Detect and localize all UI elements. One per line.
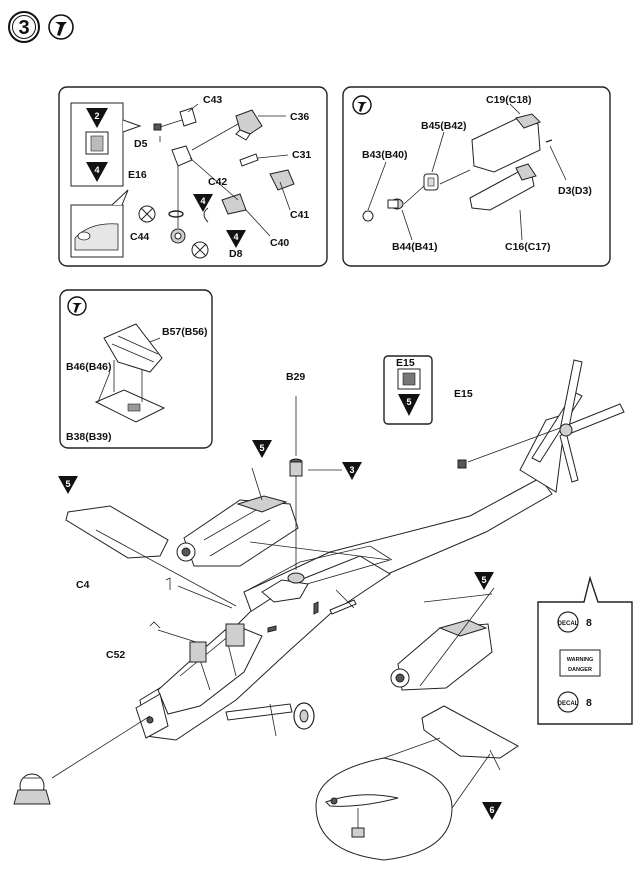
inset-top-right: [342, 86, 611, 267]
callout-step-top: 2: [94, 111, 99, 121]
glue-icon-top-right: [352, 95, 372, 115]
decal-badge-top: DECAL: [558, 621, 579, 627]
inset-top-left: [58, 86, 328, 267]
step-marker-wing-right: 6: [482, 802, 502, 820]
pilot-figure: [13, 773, 51, 805]
step-marker-b29-text: 3: [349, 465, 354, 475]
label-b45: B45(B42): [421, 120, 467, 132]
part-c4: [165, 577, 171, 590]
label-c36: C36: [290, 111, 309, 123]
label-b46: B46(B46): [66, 361, 112, 373]
label-c41: C41: [290, 209, 309, 221]
callout-panel-e16: [70, 189, 129, 258]
decal-plate-text-1: WARNING: [567, 657, 594, 663]
part-e15: [457, 459, 467, 469]
label-e16: E16: [128, 169, 147, 181]
inset-top-right-parts: [362, 103, 567, 241]
callout-step-bottom: 4: [94, 165, 99, 175]
label-b29: B29: [286, 371, 305, 383]
magnifier-inset: [315, 737, 491, 861]
decal-badge-bottom: DECAL: [558, 701, 579, 707]
step-badge: 3: [8, 11, 40, 43]
inset-left: [59, 289, 213, 449]
label-e15: E15: [454, 388, 473, 400]
glue-icon: [48, 14, 74, 40]
step-marker-wing-right-text: 6: [489, 805, 494, 815]
label-c43: C43: [203, 94, 222, 106]
label-b43: B43(B40): [362, 149, 408, 161]
callout-e15: E15 5: [383, 355, 433, 425]
callout-step-d8a: 4: [200, 196, 205, 206]
step-marker-engine-left-text: 5: [259, 443, 264, 453]
label-c42: C42: [208, 176, 227, 188]
glue-icon-left: [67, 296, 87, 316]
label-d3: D3(D3): [558, 185, 592, 197]
step-marker-engine-right: 5: [474, 572, 494, 590]
decal-number-top: 8: [586, 617, 592, 629]
step-marker-engine-left: 5: [252, 440, 272, 458]
label-b44: B44(B41): [392, 241, 438, 253]
engine-right: [390, 619, 493, 691]
step-marker-b29: 3: [342, 462, 362, 480]
label-c52: C52: [106, 649, 125, 661]
decal-box: DECAL 8 WARNING DANGER DECAL 8: [537, 575, 633, 725]
assembly-lines: [51, 427, 561, 779]
step-number: 3: [18, 17, 29, 39]
label-d8: D8: [229, 248, 243, 260]
callout-panel-top: 2 4: [70, 102, 142, 187]
label-b57: B57(B56): [162, 326, 208, 338]
inset-left-parts: [94, 323, 166, 423]
helicopter-body: [135, 359, 625, 741]
label-d5: D5: [134, 138, 148, 150]
decal-number-bottom: 8: [586, 697, 592, 709]
label-c40: C40: [270, 237, 289, 249]
step-marker-wing-left-text: 5: [65, 479, 70, 489]
inset-top-left-parts: 4 4: [138, 103, 295, 259]
callout-e15-title: E15: [396, 357, 415, 369]
label-c19: C19(C18): [486, 94, 532, 106]
wing-right: [421, 705, 519, 759]
part-b29: [289, 396, 303, 570]
label-b38: B38(B39): [66, 431, 112, 443]
decal-plate-text-2: DANGER: [568, 667, 592, 673]
step-marker-engine-right-text: 5: [481, 575, 486, 585]
engine-left: [176, 495, 299, 567]
label-c44: C44: [130, 231, 149, 243]
label-c4: C4: [76, 579, 90, 591]
callout-e15-step: 5: [406, 397, 411, 407]
part-c52: [149, 621, 161, 629]
step-marker-wing-left: 5: [58, 476, 78, 494]
wing-left: [65, 505, 169, 559]
label-c31: C31: [292, 149, 311, 161]
label-c16: C16(C17): [505, 241, 551, 253]
callout-step-d8b: 4: [233, 232, 238, 242]
